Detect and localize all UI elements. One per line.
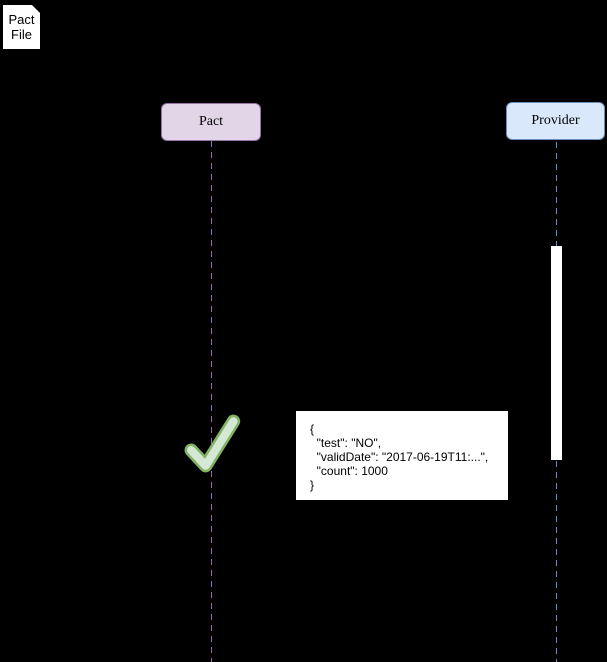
pact-file-note-label: Pact File — [8, 12, 35, 42]
pact-lifeline — [211, 141, 212, 662]
check-icon — [184, 414, 241, 473]
pact-file-note: Pact File — [2, 4, 41, 50]
participant-provider-label: Provider — [531, 113, 580, 128]
participant-provider: Provider — [506, 102, 605, 140]
participant-pact-label: Pact — [198, 114, 224, 129]
provider-activation-bar — [551, 246, 562, 460]
json-message-text: { "test": "NO", "validDate": "2017-06-19… — [310, 422, 489, 492]
folded-corner-icon — [31, 4, 41, 14]
json-message-box: { "test": "NO", "validDate": "2017-06-19… — [296, 411, 508, 500]
participant-pact: Pact — [161, 103, 261, 141]
